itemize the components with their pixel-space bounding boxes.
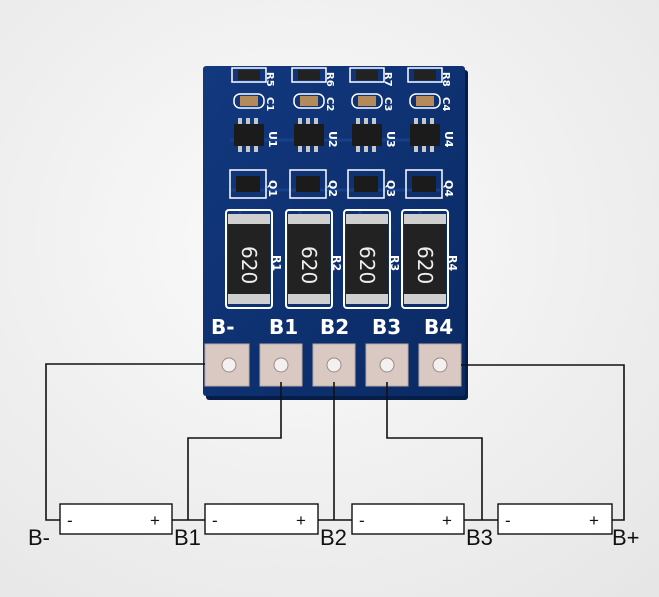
q2-label: Q2 [326, 180, 339, 197]
u3-label: U3 [384, 131, 397, 148]
c1-label: C1 [264, 97, 275, 111]
cell-1 [59, 503, 173, 535]
solder-pads [204, 343, 462, 387]
pad-label-b2: B2 [320, 315, 349, 339]
r5-label: R5 [264, 72, 275, 87]
r1-value: 620 [237, 246, 261, 284]
r7-label: R7 [382, 72, 393, 87]
cell-4 [497, 503, 613, 535]
pad-label-b-minus: B- [211, 315, 235, 339]
node-b-minus: B- [28, 525, 50, 550]
cell-3 [351, 503, 465, 535]
c2-label: C2 [324, 97, 335, 111]
cell-1-minus: - [67, 511, 73, 530]
r2-ref: R2 [330, 255, 343, 271]
c3-label: C3 [382, 97, 393, 111]
cell-3-plus: + [442, 511, 452, 530]
cell-4-minus: - [505, 511, 511, 530]
large-resistor-row [225, 209, 449, 309]
cell-4-plus: + [589, 511, 599, 530]
ic-row [234, 118, 440, 152]
cell-2 [204, 503, 319, 535]
r4-ref: R4 [446, 255, 459, 271]
r8-label: R8 [440, 72, 451, 87]
q3-label: Q3 [384, 180, 397, 197]
node-b1: B1 [174, 525, 201, 550]
capacitor-row [233, 93, 441, 109]
cell-1-plus: + [150, 511, 160, 530]
node-b2: B2 [320, 525, 347, 550]
u1-label: U1 [266, 131, 279, 148]
node-b-plus: B+ [612, 525, 640, 550]
r1-ref: R1 [270, 255, 283, 271]
cell-2-minus: - [212, 511, 218, 530]
pad-label-b4: B4 [424, 315, 453, 339]
q1-label: Q1 [266, 180, 279, 197]
battery-cells [59, 503, 613, 535]
q4-label: Q4 [442, 180, 455, 197]
r4-value: 620 [413, 246, 437, 284]
c4-label: C4 [440, 97, 451, 111]
r3-value: 620 [355, 246, 379, 284]
pad-label-b1: B1 [269, 315, 298, 339]
small-resistor-row [231, 67, 443, 83]
u2-label: U2 [326, 131, 339, 148]
wiring-lines [45, 363, 625, 521]
cell-2-plus: + [296, 511, 306, 530]
u4-label: U4 [442, 131, 455, 148]
r6-label: R6 [324, 72, 335, 87]
pcb-board [203, 66, 468, 400]
pad-label-b3: B3 [372, 315, 401, 339]
node-b3: B3 [466, 525, 493, 550]
cell-3-minus: - [359, 511, 365, 530]
transistor-row [229, 169, 443, 199]
r2-value: 620 [297, 246, 321, 284]
r3-ref: R3 [388, 255, 401, 271]
